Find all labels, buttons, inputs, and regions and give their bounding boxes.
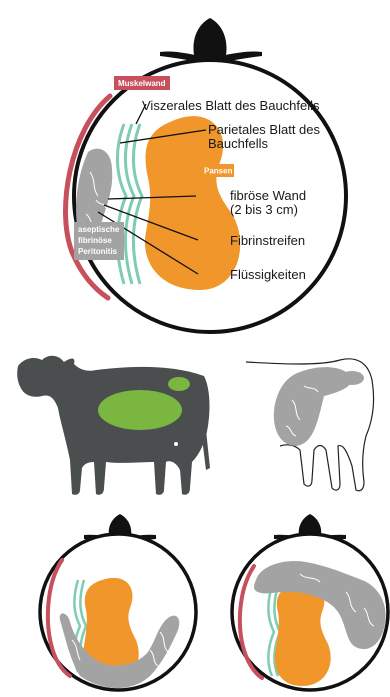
visceral-layer-label: Viszerales Blatt des Bauchfells	[142, 98, 320, 113]
peritonitis-label-line1: aseptische	[78, 225, 120, 234]
fibrous-wall-label-line2: (2 bis 3 cm)	[230, 202, 298, 217]
parietal-layer-label-line2: Bauchfells	[208, 136, 268, 151]
cow-rumen-patch	[98, 390, 182, 430]
muscle-wall-tag: Muskelwand	[114, 76, 170, 90]
cow-rear-abscess-tip	[340, 371, 364, 385]
peritonitis-tag: aseptische fibrinöse Peritonitis	[74, 222, 124, 260]
rumen-tag: Pansen	[200, 164, 234, 177]
cow-rear-abscess	[274, 367, 352, 446]
peritonitis-label-line3: Peritonitis	[78, 247, 118, 256]
muscle-wall-label: Muskelwand	[118, 79, 166, 88]
fibrin-strands-label: Fibrinstreifen	[230, 233, 305, 248]
fluids-label: Flüssigkeiten	[230, 267, 306, 282]
peritonitis-label-line2: fibrinöse	[78, 236, 112, 245]
main-cross-section: Muskelwand Pansen aseptische fibrinöse P…	[66, 18, 346, 332]
small-cross-section-left	[40, 514, 196, 690]
small-cross-section-right	[232, 514, 388, 690]
cow-silhouette	[17, 356, 210, 495]
fibrous-wall-label-line1: fibröse Wand	[230, 188, 306, 203]
cow-small-patch	[168, 377, 190, 391]
rumen-label: Pansen	[204, 167, 233, 176]
cow-tail	[202, 430, 210, 470]
parietal-layer-label-line1: Parietales Blatt des	[208, 122, 321, 137]
